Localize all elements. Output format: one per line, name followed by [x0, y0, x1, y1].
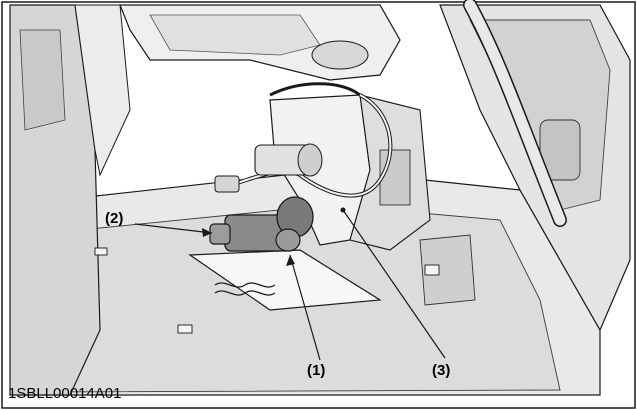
upper-housing: [119, 4, 401, 81]
connector: [254, 143, 323, 177]
callout-1: (1): [307, 362, 325, 379]
diagonal-hose: [463, 0, 567, 227]
floor-marks: [94, 247, 440, 334]
left-panel: [9, 4, 131, 396]
callout-2: (2): [105, 210, 123, 227]
safety-switch: [209, 196, 314, 252]
figure-id: 1SBLL00014A01: [8, 385, 121, 402]
floor-opening: [188, 249, 382, 311]
callout-3: (3): [432, 362, 450, 379]
leader-lines: [134, 207, 446, 361]
mounting-bracket: [269, 94, 431, 251]
